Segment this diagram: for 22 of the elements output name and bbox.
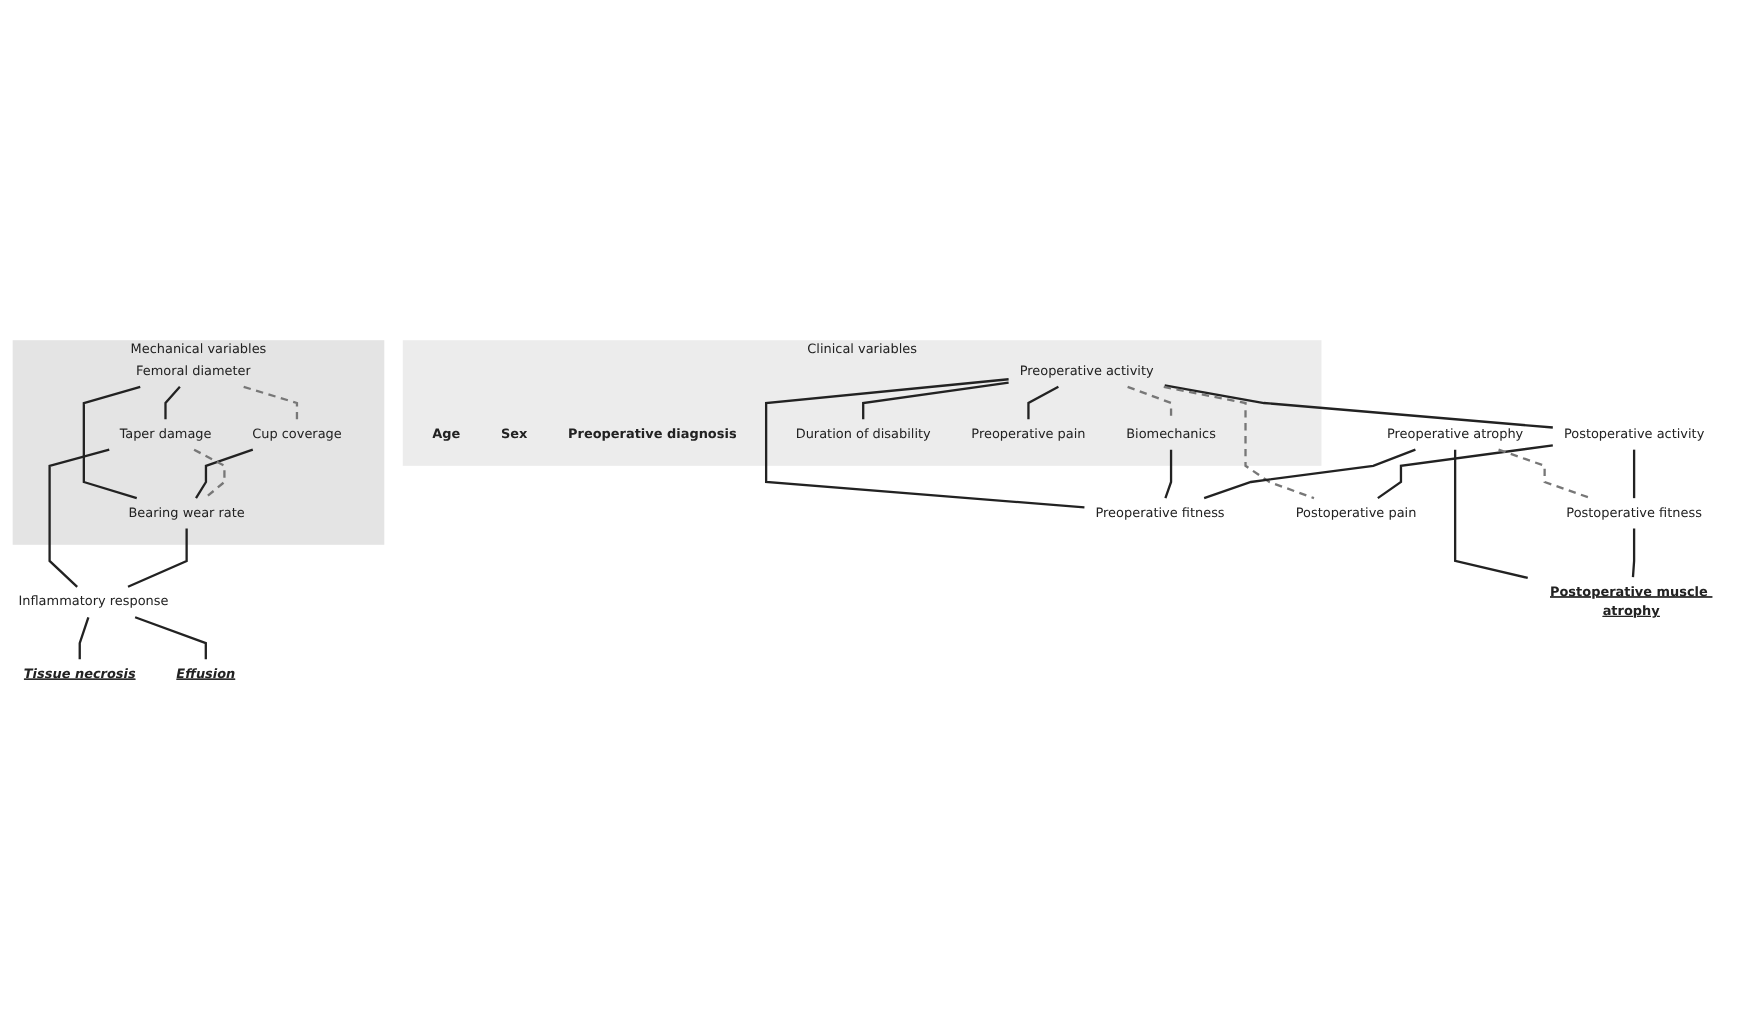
connector bbox=[78, 616, 90, 660]
connector bbox=[1498, 448, 1592, 500]
connector bbox=[48, 448, 110, 588]
connector bbox=[82, 385, 141, 500]
connector bbox=[1027, 385, 1059, 420]
connector bbox=[243, 385, 299, 420]
connector bbox=[1377, 444, 1553, 500]
connector bbox=[127, 528, 188, 588]
connector bbox=[1203, 448, 1416, 500]
connector bbox=[1164, 449, 1173, 499]
connector bbox=[1163, 385, 1315, 500]
connector bbox=[1127, 385, 1173, 420]
connector bbox=[1632, 449, 1636, 499]
connector bbox=[1631, 528, 1636, 578]
connector bbox=[765, 378, 1085, 509]
connector bbox=[1454, 449, 1528, 580]
connector bbox=[195, 448, 254, 499]
connector bbox=[164, 386, 181, 420]
connector bbox=[193, 448, 226, 500]
connector bbox=[1164, 384, 1553, 429]
connector bbox=[862, 381, 1009, 420]
connector bbox=[134, 616, 207, 660]
